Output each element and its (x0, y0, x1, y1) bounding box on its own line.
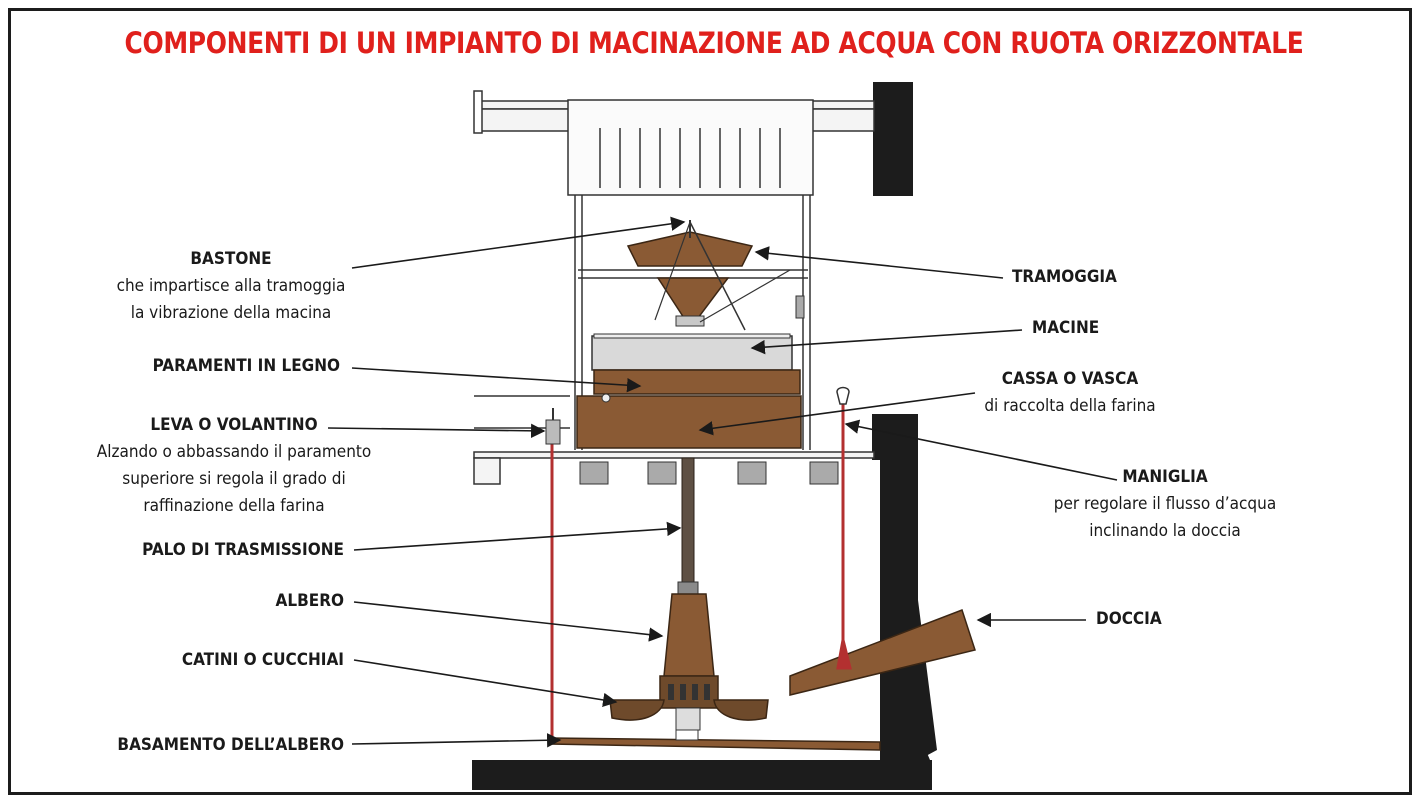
hopper (626, 220, 805, 331)
millstones (591, 333, 793, 371)
label-leva: LEVA O VOLANTINO Alzando o abbassando il… (54, 412, 414, 520)
transmission-shaft (677, 457, 699, 595)
label-paramenti-name: PARAMENTI IN LEGNO (152, 356, 340, 376)
shaft-base (549, 729, 881, 751)
label-catini: CATINI O CUCCHIAI (100, 647, 344, 674)
label-leva-desc-3: raffinazione della farina (143, 496, 325, 516)
label-bastone-desc-2: la vibrazione della macina (130, 303, 332, 323)
diagram-title: COMPONENTI DI UN IMPIANTO DI MACINAZIONE… (124, 26, 1304, 60)
control-rods (550, 400, 852, 740)
label-bastone-desc-1: che impartisce alla tramoggia (116, 276, 346, 296)
label-cassa-name: CASSA O VASCA (1001, 369, 1139, 389)
leader-maniglia (844, 419, 1118, 481)
leader-tramoggia (754, 246, 1004, 279)
label-leva-desc-1: Alzando o abbassando il paramento (96, 442, 372, 462)
leader-cassa (698, 392, 976, 436)
leader-macine (750, 329, 1023, 355)
label-leva-desc-2: superiore si regola il grado di (122, 469, 346, 489)
leader-lines (327, 216, 1118, 748)
label-maniglia-name: MANIGLIA (1122, 467, 1208, 487)
label-tramoggia-name: TRAMOGGIA (1012, 267, 1117, 287)
stone-walls (472, 82, 937, 790)
label-bastone: BASTONE che impartisce alla tramoggia la… (76, 246, 386, 327)
diagram-frame (8, 8, 1412, 795)
label-cassa: CASSA O VASCA di raccolta della farina (950, 366, 1190, 420)
label-cassa-desc-1: di raccolta della farina (984, 396, 1156, 416)
label-paramenti: PARAMENTI IN LEGNO (90, 353, 340, 380)
cups-catini (609, 699, 769, 731)
leader-palo (353, 521, 682, 551)
label-palo: PALO DI TRASMISSIONE (70, 537, 344, 564)
water-chute (789, 609, 976, 696)
flour-box (576, 369, 802, 449)
label-maniglia: MANIGLIA per regolare il flusso d’acqua … (1020, 464, 1310, 545)
label-catini-name: CATINI O CUCCHIAI (181, 650, 344, 670)
label-basamento: BASAMENTO DELL’ALBERO (60, 732, 344, 759)
label-doccia: DOCCIA (1096, 606, 1236, 633)
lever-handle (545, 408, 561, 445)
mill-floor (473, 395, 875, 485)
leader-catini (353, 659, 618, 708)
label-maniglia-desc-1: per regolare il flusso d’acqua (1053, 494, 1277, 514)
leader-paramenti (351, 367, 642, 393)
maniglia-handle (836, 386, 850, 405)
label-bastone-name: BASTONE (190, 249, 272, 269)
leader-albero (353, 601, 664, 642)
leader-bastone (351, 216, 686, 269)
label-macine-name: MACINE (1032, 318, 1100, 338)
label-doccia-name: DOCCIA (1096, 609, 1162, 629)
label-basamento-name: BASAMENTO DELL’ALBERO (117, 735, 344, 755)
label-albero-name: ALBERO (275, 591, 344, 611)
label-albero: ALBERO (140, 588, 344, 615)
label-macine: MACINE (1032, 315, 1192, 342)
leader-leva (327, 423, 546, 439)
label-leva-name: LEVA O VOLANTINO (150, 415, 318, 435)
label-palo-name: PALO DI TRASMISSIONE (142, 540, 344, 560)
upper-cabinet (567, 99, 814, 450)
label-maniglia-desc-2: inclinando la doccia (1089, 521, 1241, 541)
label-tramoggia: TRAMOGGIA (1012, 264, 1212, 291)
leader-basamento (351, 733, 562, 748)
wheel-shaft-albero (659, 593, 719, 709)
